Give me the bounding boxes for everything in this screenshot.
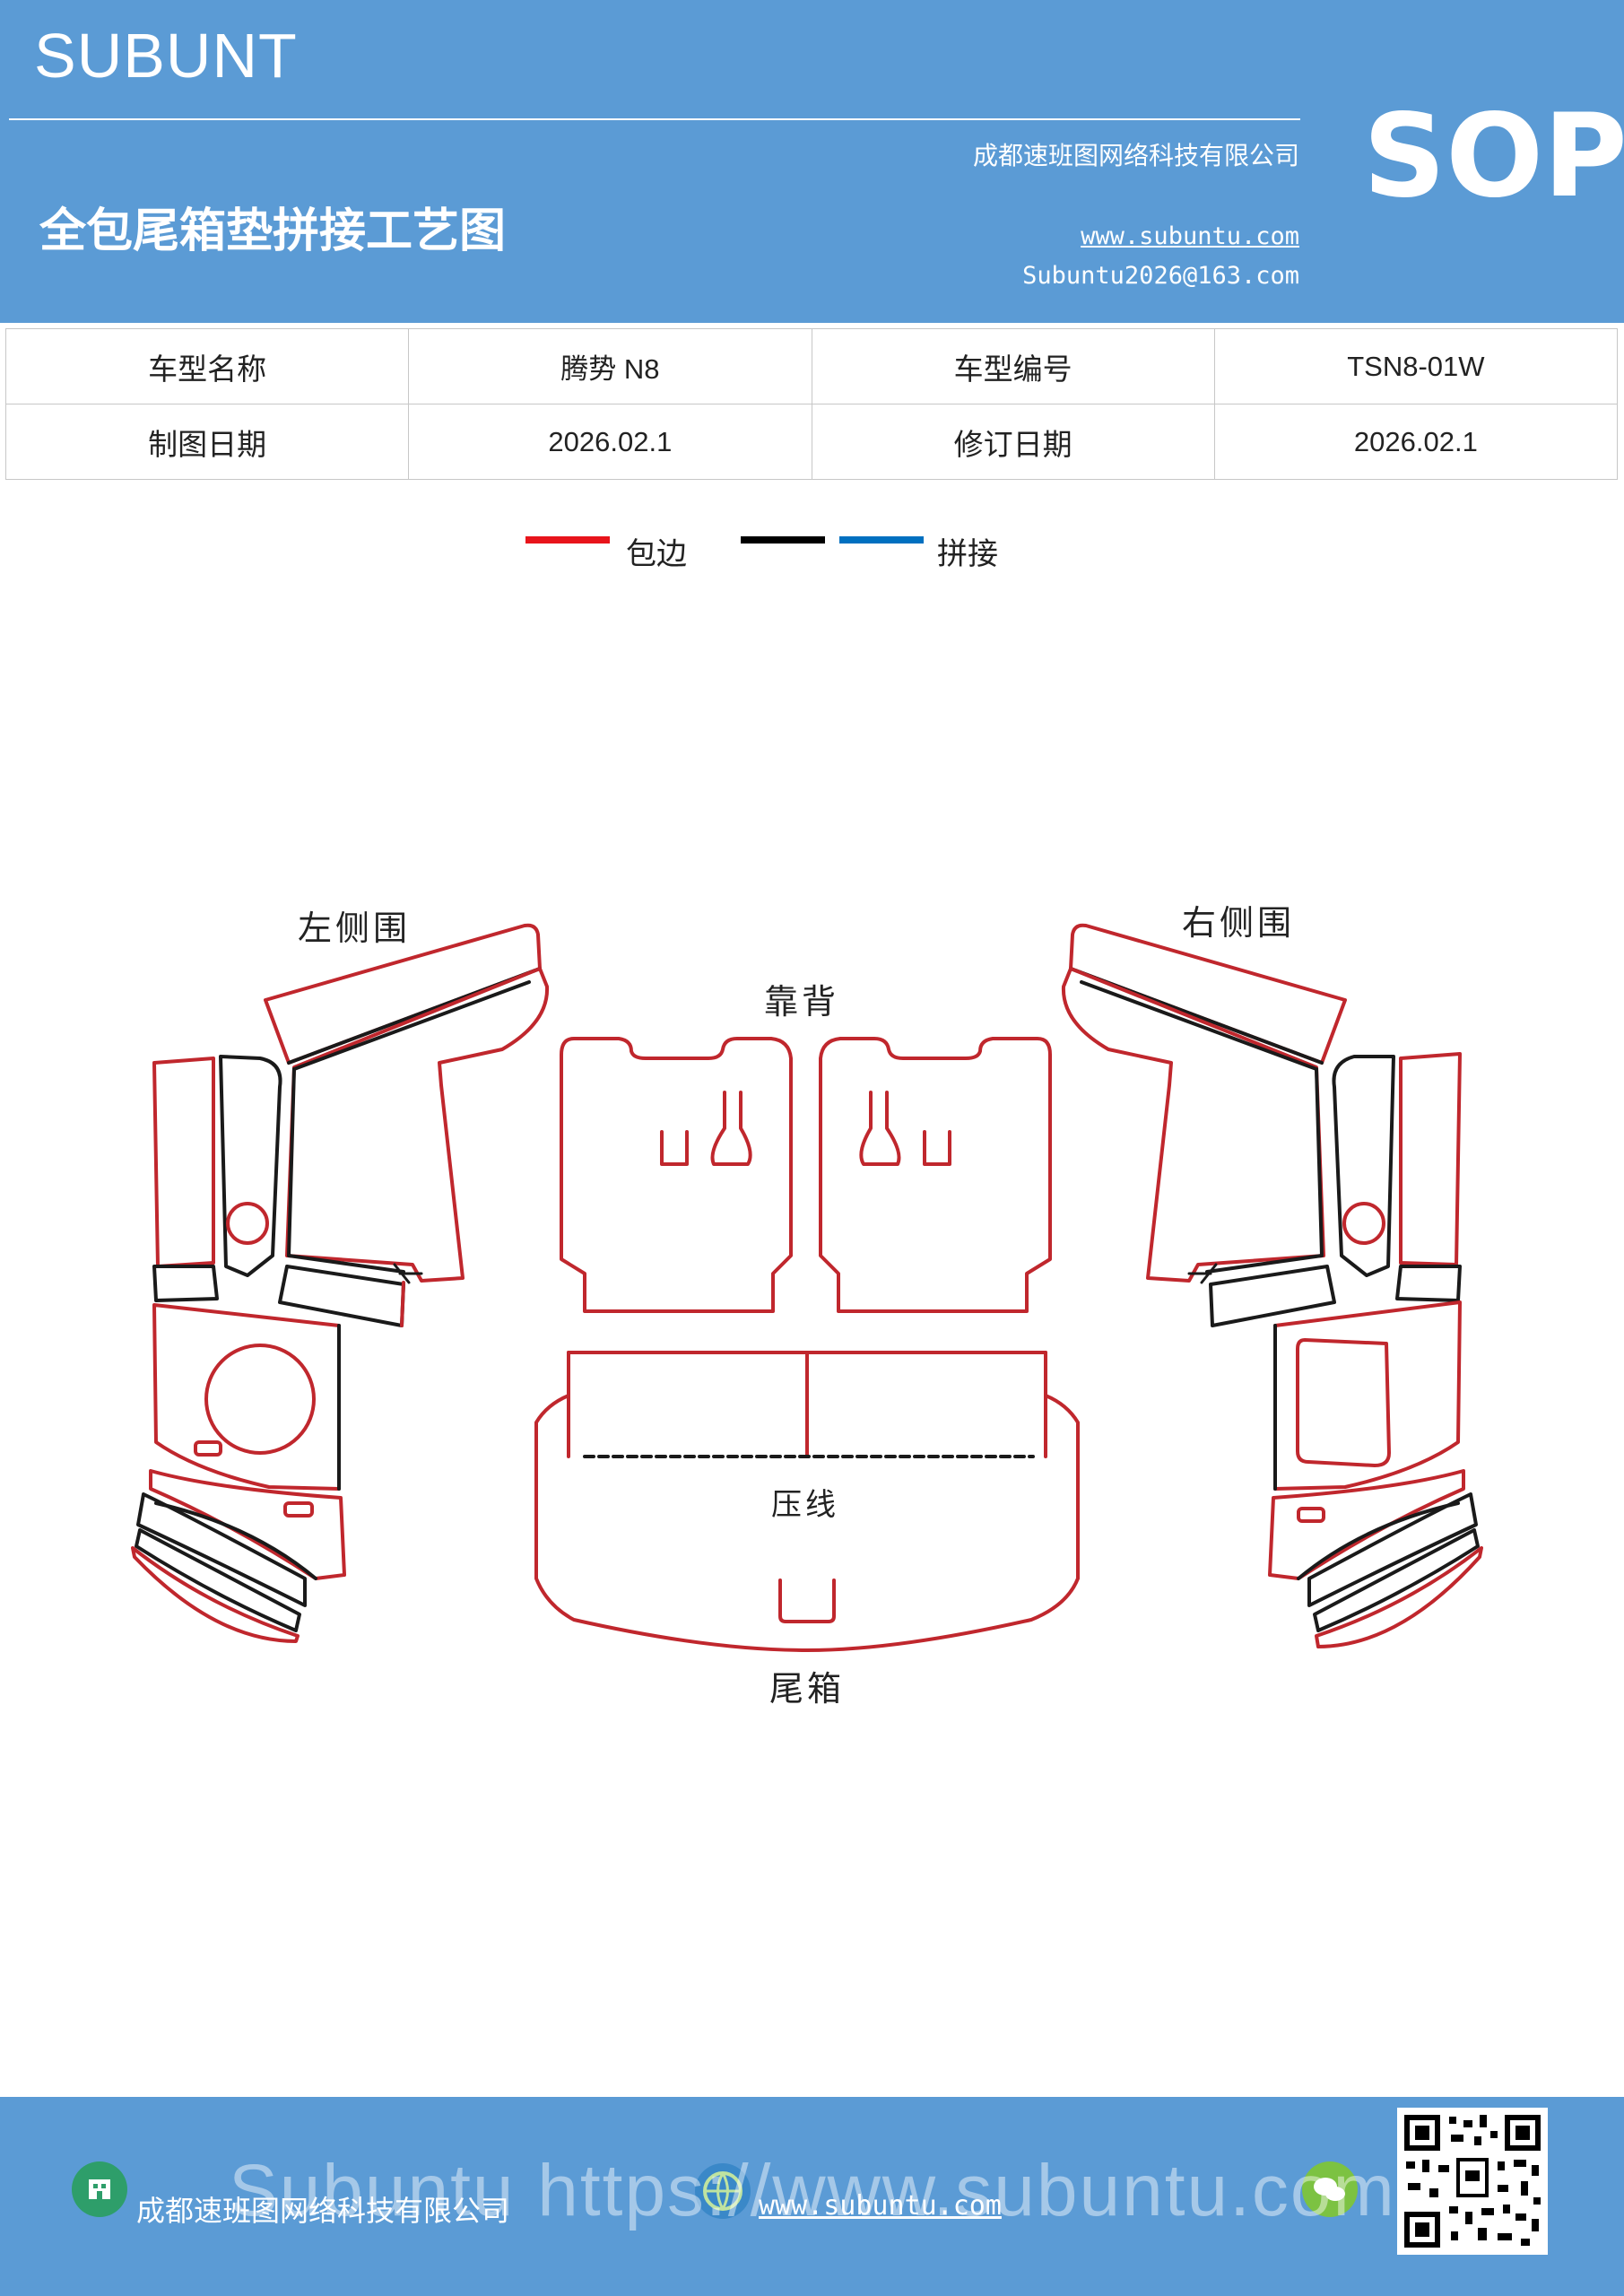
- revision-date-value: 2026.02.1: [1213, 404, 1619, 480]
- company-name: 成都速班图网络科技有限公司: [972, 141, 1299, 170]
- model-code-value: TSN8-01W: [1213, 328, 1619, 404]
- backrest-left-half: [560, 1037, 793, 1313]
- trunk-floor-panel: [534, 1351, 1080, 1652]
- table-row: 制图日期 2026.02.1 修订日期 2026.02.1: [4, 404, 1619, 480]
- draw-date-value: 2026.02.1: [408, 404, 812, 480]
- legend-swatch-splice: [839, 536, 924, 544]
- legend-swatch-edge-binding: [525, 536, 610, 544]
- draw-date-label: 制图日期: [4, 404, 410, 480]
- left-side-panel: [131, 923, 550, 1643]
- sop-badge: SOP: [1363, 90, 1624, 223]
- brand-name: SUBUNT: [34, 21, 298, 91]
- legend: 包边 拼接: [0, 529, 1624, 572]
- website-link[interactable]: www.subuntu.com: [1081, 222, 1299, 250]
- document-title: 全包尾箱垫拼接工艺图: [39, 204, 507, 258]
- label-crease-line: 压线: [771, 1487, 839, 1523]
- header-banner: SUBUNT 全包尾箱垫拼接工艺图 成都速班图网络科技有限公司 www.subu…: [0, 0, 1624, 323]
- globe-icon: [695, 2163, 751, 2219]
- right-side-panel: [1061, 923, 1483, 1648]
- label-backrest: 靠背: [764, 982, 840, 1022]
- label-right-side-panel: 右侧围: [1182, 903, 1296, 943]
- label-left-side-panel: 左侧围: [298, 909, 412, 948]
- revision-date-label: 修订日期: [811, 404, 1215, 480]
- qr-code: [1397, 2108, 1548, 2255]
- model-name-value: 腾势 N8: [408, 328, 812, 404]
- legend-label-splice: 拼接: [937, 536, 998, 572]
- model-code-label: 车型编号: [811, 328, 1215, 404]
- label-trunk: 尾箱: [769, 1669, 846, 1709]
- legend-swatch-black: [741, 536, 825, 544]
- table-row: 车型名称 腾势 N8 车型编号 TSN8-01W: [4, 328, 1619, 404]
- wechat-icon: [1302, 2161, 1358, 2217]
- model-name-label: 车型名称: [4, 328, 410, 404]
- email-address: Subuntu2026@163.com: [1022, 262, 1299, 290]
- legend-label-edge-binding: 包边: [626, 536, 687, 572]
- mat-layout-diagram: [131, 923, 1483, 1652]
- footer-company: 成都速班图网络科技有限公司: [136, 2194, 510, 2228]
- building-icon: [72, 2161, 127, 2217]
- vehicle-info-table: 车型名称 腾势 N8 车型编号 TSN8-01W 制图日期 2026.02.1 …: [4, 328, 1619, 480]
- footer-watermark: Subuntu https://www.subuntu.com: [229, 2150, 1396, 2231]
- footer-website-link[interactable]: www.subuntu.com: [759, 2190, 1002, 2222]
- header-divider: [9, 118, 1300, 120]
- backrest-right-half: [819, 1037, 1052, 1313]
